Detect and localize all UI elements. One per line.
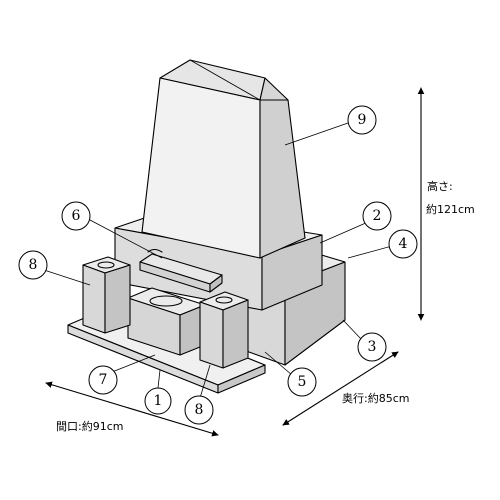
svg-text:8: 8 (29, 257, 38, 273)
svg-text:5: 5 (298, 374, 307, 390)
callout-4: 4 (388, 229, 418, 259)
svg-text:7: 7 (99, 372, 108, 388)
svg-text:8: 8 (195, 402, 204, 418)
svg-text:2: 2 (373, 208, 382, 224)
width-arrow (45, 381, 219, 437)
callout-1: 1 (144, 387, 172, 415)
callout-7: 7 (88, 365, 118, 395)
svg-text:1: 1 (154, 393, 163, 409)
callout-8-left: 8 (18, 250, 48, 280)
callout-2: 2 (362, 201, 392, 231)
depth-arrow (282, 351, 399, 426)
width-label: 間口:約91cm (56, 419, 123, 433)
callout-3: 3 (357, 332, 387, 362)
offering-stand (139, 248, 223, 293)
incense-holder (127, 287, 206, 356)
callout-8-right: 8 (184, 395, 214, 425)
callout-5: 5 (287, 367, 317, 397)
callout-9: 9 (347, 105, 377, 135)
height-label: 高さ: (427, 179, 453, 193)
height-value: 約121cm (426, 202, 475, 216)
svg-text:9: 9 (358, 112, 367, 128)
svg-text:4: 4 (399, 236, 408, 252)
svg-text:6: 6 (72, 208, 81, 224)
flower-vase-right (199, 291, 249, 369)
svg-text:3: 3 (368, 339, 377, 355)
main-stone (141, 59, 306, 259)
callout-6: 6 (61, 201, 91, 231)
depth-label: 奥行:約85cm (342, 391, 409, 405)
leader-lines (43, 122, 393, 399)
flower-vase-left (82, 256, 131, 334)
